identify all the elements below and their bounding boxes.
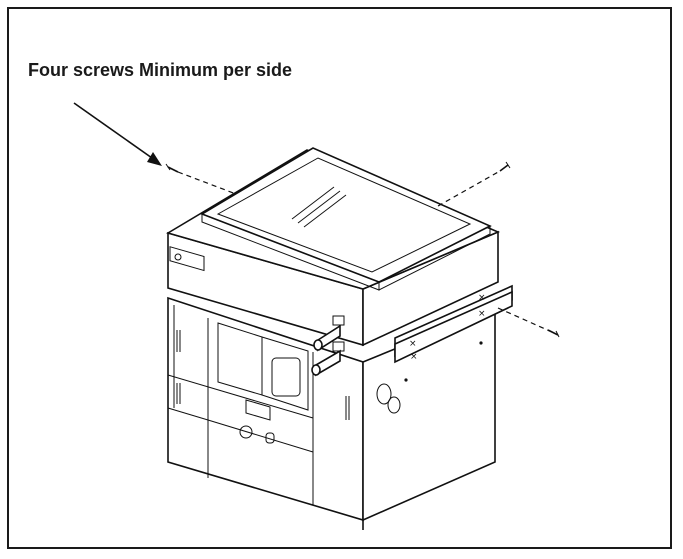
screw-icon — [499, 161, 511, 172]
screw-icon — [165, 163, 179, 173]
svg-text:×: × — [478, 309, 486, 319]
mounting-bracket: × × × × — [394, 284, 513, 364]
pipe-upper — [313, 324, 341, 352]
pipe-lower — [311, 349, 341, 377]
svg-text:×: × — [409, 339, 417, 349]
top-unit — [166, 147, 501, 377]
callout-label: Four screws Minimum per side — [28, 60, 293, 80]
screw-icon — [547, 329, 560, 338]
screw-paths — [177, 170, 553, 333]
svg-text:×: × — [478, 293, 486, 303]
svg-text:×: × — [410, 352, 418, 362]
callout-arrow — [73, 102, 162, 166]
